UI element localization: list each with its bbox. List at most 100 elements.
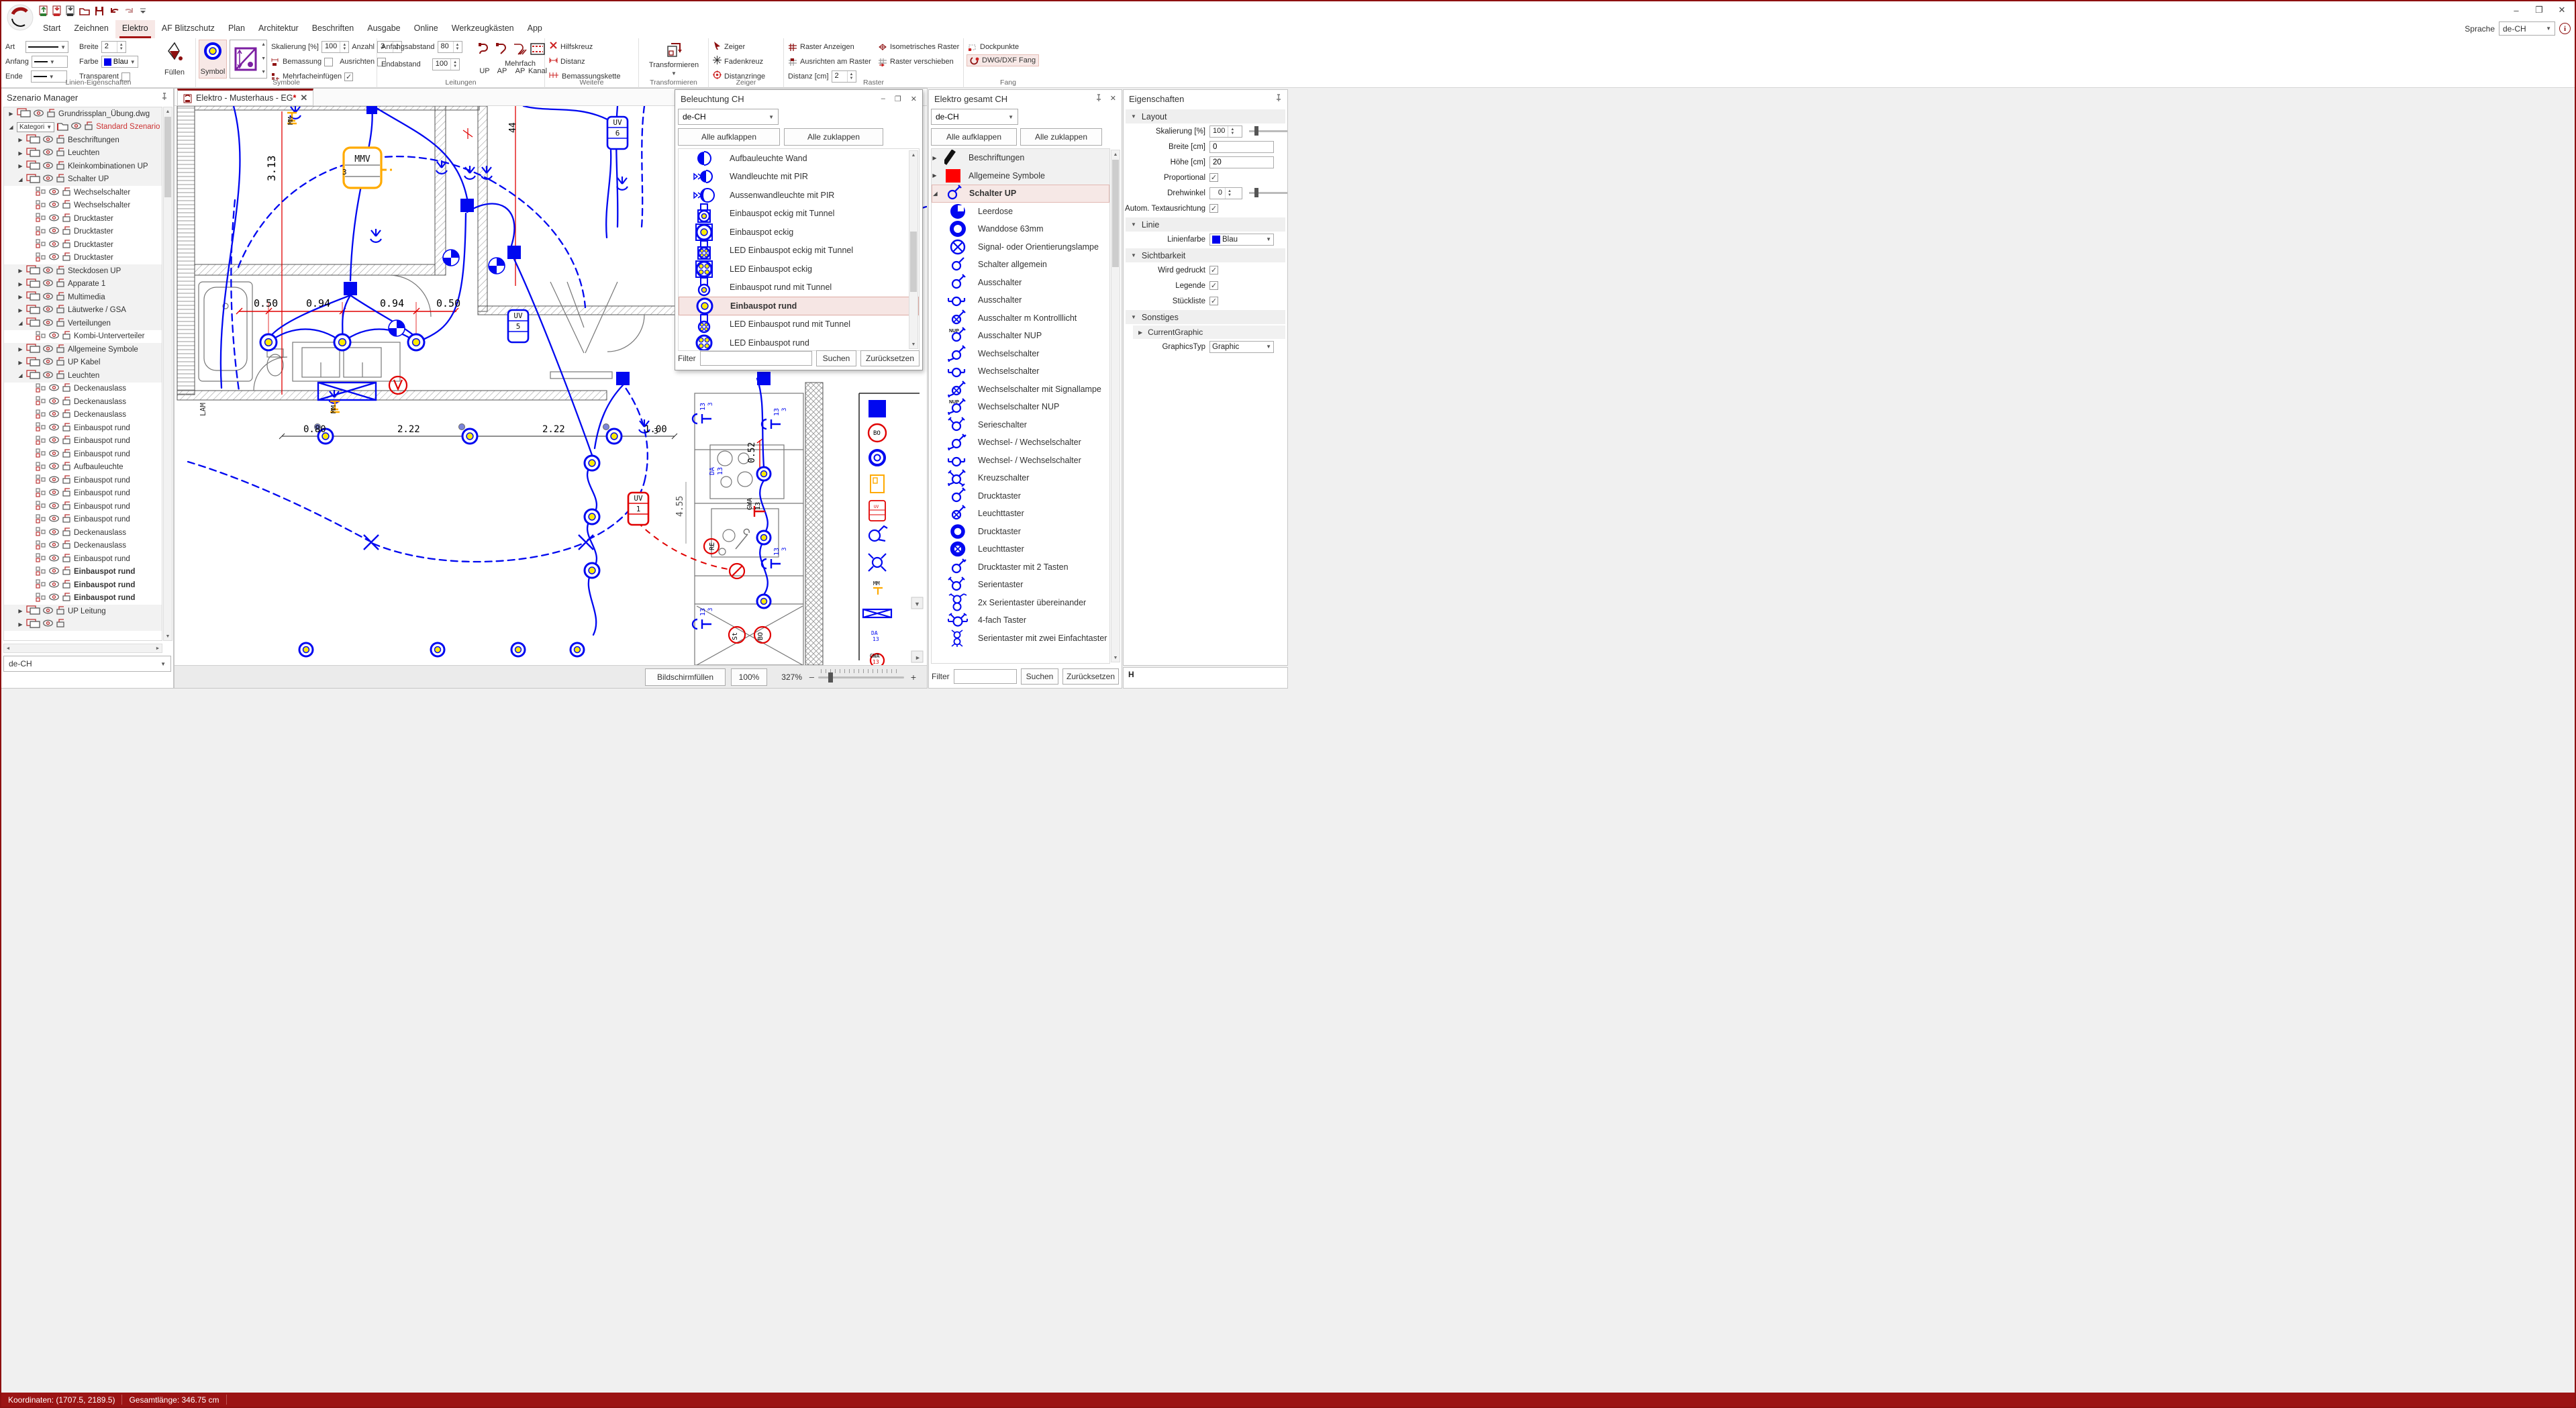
new-file-icon[interactable] — [39, 5, 48, 17]
library-item-kreuzschalter[interactable]: Kreuzschalter — [932, 469, 1109, 487]
print-flag-icon[interactable] — [62, 409, 71, 420]
tree-row[interactable]: ▶Kleinkombinationen UP — [4, 160, 162, 173]
kanal-button[interactable]: Kanal — [528, 40, 547, 77]
print-flag-icon[interactable] — [46, 109, 56, 119]
palette-filter-input[interactable] — [699, 350, 812, 366]
palette-item-einbauspot-rund[interactable]: Einbauspot rund — [679, 297, 919, 315]
expand-icon[interactable]: ▶ — [18, 281, 23, 287]
visibility-eye-icon[interactable] — [49, 436, 59, 446]
info-icon[interactable]: i — [2559, 23, 2571, 34]
palette-item-led-einbauspot-rund[interactable]: LED Einbauspot rund — [679, 334, 919, 350]
print-flag-icon[interactable] — [62, 383, 71, 394]
sprache-select[interactable]: de-CH▼ — [2499, 21, 2555, 36]
library-item-drucktaster[interactable]: Drucktaster — [932, 523, 1109, 541]
visibility-eye-icon[interactable] — [49, 515, 59, 524]
library-item-drucktaster-mit-2-tasten[interactable]: Drucktaster mit 2 Tasten — [932, 558, 1109, 576]
library-collapse-all-button[interactable]: Alle zuklappen — [1020, 128, 1102, 146]
visibility-eye-icon[interactable] — [49, 462, 59, 472]
up-leitung-button[interactable]: UP — [477, 40, 493, 77]
expand-icon[interactable]: ▶ — [18, 346, 23, 353]
scroll-down-icon[interactable]: ▼ — [911, 342, 916, 347]
visibility-eye-icon[interactable] — [49, 528, 59, 538]
palette-item-einbauspot-eckig-mit-tunnel[interactable]: Einbauspot eckig mit Tunnel — [679, 203, 919, 223]
print-flag-icon[interactable] — [62, 475, 71, 486]
prop-checkbox[interactable]: ✓ — [1209, 204, 1218, 213]
visibility-eye-icon[interactable] — [49, 397, 59, 407]
raster-verschieben-label[interactable]: Raster verschieben — [890, 58, 954, 66]
visibility-eye-icon[interactable] — [43, 162, 53, 171]
section-sichtbarkeit[interactable]: ▼Sichtbarkeit — [1126, 248, 1285, 262]
palette-item-led-einbauspot-eckig[interactable]: LED Einbauspot eckig — [679, 260, 919, 279]
folder-icon[interactable] — [79, 6, 90, 16]
print-flag-icon[interactable] — [62, 423, 71, 434]
scroll-down-icon[interactable]: ▼ — [1113, 655, 1118, 660]
bemassung-checkbox[interactable] — [324, 57, 334, 66]
tab-werkzeugkästen[interactable]: Werkzeugkästen — [451, 23, 514, 33]
palette-collapse-all-button[interactable]: Alle zuklappen — [784, 128, 883, 146]
print-flag-icon[interactable] — [62, 580, 71, 591]
scroll-down-icon[interactable]: ▼ — [165, 634, 170, 639]
library-item-serientaster[interactable]: Serientaster — [932, 576, 1109, 594]
graphicstyp-select[interactable]: Graphic▼ — [1209, 340, 1274, 353]
pin-icon[interactable] — [1275, 93, 1282, 104]
save-icon[interactable] — [95, 6, 104, 16]
library-expand-all-button[interactable]: Alle aufklappen — [931, 128, 1017, 146]
print-flag-icon[interactable] — [62, 226, 71, 237]
transparent-checkbox[interactable] — [121, 72, 130, 81]
print-flag-icon[interactable] — [62, 527, 71, 538]
tab-plan[interactable]: Plan — [228, 23, 245, 33]
visibility-eye-icon[interactable] — [43, 293, 53, 302]
print-flag-icon[interactable] — [56, 357, 65, 368]
library-item-wechselschalter[interactable]: Wechselschalter — [932, 362, 1109, 381]
palette-search-button[interactable]: Suchen — [816, 350, 856, 366]
expand-icon[interactable]: ▶ — [18, 608, 23, 615]
visibility-eye-icon[interactable] — [43, 319, 53, 328]
visibility-eye-icon[interactable] — [49, 541, 59, 550]
iso-raster-label[interactable]: Isometrisches Raster — [890, 43, 960, 51]
library-item-beschriftungen[interactable]: ▶Beschriftungen — [932, 149, 1109, 167]
kategori-combo[interactable]: Kategori▼ — [17, 121, 55, 132]
tab-architektur[interactable]: Architektur — [258, 23, 299, 33]
library-language-select[interactable]: de-CH▼ — [931, 109, 1018, 125]
anfang-combo[interactable]: ▼ — [31, 56, 68, 68]
collapse-icon[interactable]: ◢ — [933, 190, 938, 197]
visibility-eye-icon[interactable] — [49, 476, 59, 485]
tree-row[interactable]: ▶UP Leitung — [4, 605, 162, 618]
tree-row[interactable]: ▶Leuchten — [4, 146, 162, 160]
tree-row[interactable]: ▶Multimedia — [4, 291, 162, 304]
scroll-right-icon[interactable]: ► — [155, 646, 160, 651]
library-filter-input[interactable] — [953, 668, 1017, 684]
library-item-leerdose[interactable]: Leerdose — [932, 203, 1109, 221]
zoom-in-button[interactable]: + — [910, 672, 916, 683]
section-linie[interactable]: ▼Linie — [1126, 217, 1285, 232]
visibility-eye-icon[interactable] — [49, 593, 59, 603]
linienfarbe-combo[interactable]: Blau▼ — [1209, 233, 1274, 246]
library-item-schalter-allgemein[interactable]: Schalter allgemein — [932, 256, 1109, 274]
art-combo[interactable]: ▼ — [26, 41, 69, 53]
tree-row[interactable]: Drucktaster — [4, 238, 162, 252]
visibility-eye-icon[interactable] — [49, 201, 59, 210]
library-item-leuchttaster[interactable]: Leuchttaster — [932, 540, 1109, 558]
palette-item-aussenwandleuchte-mit-pir[interactable]: Aussenwandleuchte mit PIR — [679, 186, 919, 205]
visibility-eye-icon[interactable] — [49, 410, 59, 419]
expand-icon[interactable]: ▶ — [18, 307, 23, 313]
scroll-up-icon[interactable]: ▲ — [911, 152, 916, 158]
library-item-drucktaster[interactable]: Drucktaster — [932, 487, 1109, 505]
tree-row[interactable]: Deckenauslass — [4, 540, 162, 553]
tab-app[interactable]: App — [527, 23, 542, 33]
prop-slider-thumb[interactable] — [1254, 126, 1259, 136]
tree-row[interactable]: Einbauspot rund — [4, 487, 162, 501]
tree-row[interactable]: Einbauspot rund — [4, 474, 162, 487]
expand-icon[interactable]: ▶ — [932, 172, 937, 179]
visibility-eye-icon[interactable] — [49, 554, 59, 564]
prop-input[interactable] — [1209, 156, 1274, 168]
tab-zeichnen[interactable]: Zeichnen — [74, 23, 109, 33]
expand-icon[interactable]: ▶ — [18, 163, 23, 170]
visibility-eye-icon[interactable] — [49, 214, 59, 223]
bemassungskette-label[interactable]: Bemassungskette — [562, 72, 621, 81]
library-item-signal-oder-orientierungslampe[interactable]: Signal- oder Orientierungslampe — [932, 238, 1109, 256]
print-flag-icon[interactable] — [56, 370, 65, 381]
scenario-vscrollbar[interactable]: ▲ ▼ — [163, 107, 172, 641]
collapse-icon[interactable]: ◢ — [18, 176, 23, 183]
